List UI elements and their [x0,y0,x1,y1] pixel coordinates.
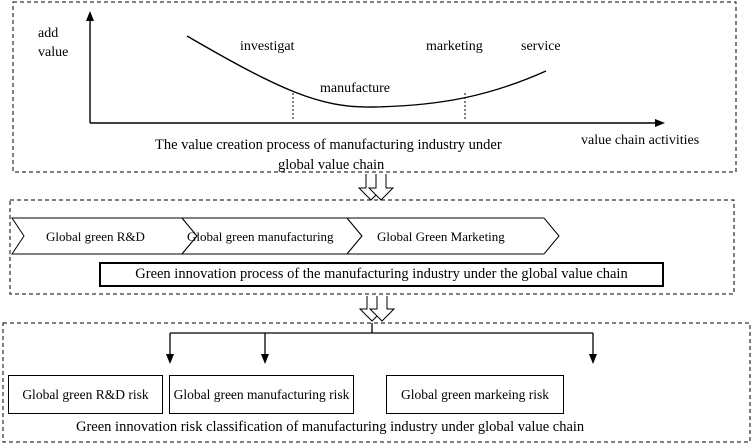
y-axis-arrowhead [86,11,94,21]
x-axis-label: value chain activities [581,133,700,148]
y-axis-label-line1: add [38,26,59,41]
chevron-marketing [345,217,560,255]
y-axis-label-line2: value [38,45,69,60]
top-caption-line1: The value creation process of manufactur… [155,137,502,153]
bottom-panel-frame [2,322,751,443]
top-caption-line2: global value chain [278,157,385,173]
smile-curve [186,35,547,108]
branch-manufacturing-arrowhead [261,354,269,364]
top-panel-frame [12,1,737,173]
middle-panel-frame [9,199,735,295]
x-axis-arrowhead [655,119,665,127]
curve-label-marketing: marketing [426,39,483,54]
curve-label-investigation: investigat [240,39,295,54]
risk-marketing-box: Global green markeing risk [386,375,564,414]
stage-rd-label: Global green R&D [46,229,145,244]
bottom-caption: Green innovation risk classification of … [76,419,585,435]
risk-manufacturing-box: Global green manufacturing risk [169,375,354,414]
stage-marketing-label: Global Green Marketing [377,229,505,244]
curve-label-manufacture: manufacture [320,81,390,96]
double-arrow-1 [357,174,395,201]
risk-rd-box: Global green R&D risk [8,375,163,414]
stage-manufacturing-label: Global green manufacturing [187,229,334,244]
double-arrow-2 [358,296,396,322]
middle-caption-box: Green innovation process of the manufact… [99,262,664,287]
branch-marketing-arrowhead [589,354,597,364]
curve-label-service: service [521,39,561,54]
branch-rd-arrowhead [166,354,174,364]
